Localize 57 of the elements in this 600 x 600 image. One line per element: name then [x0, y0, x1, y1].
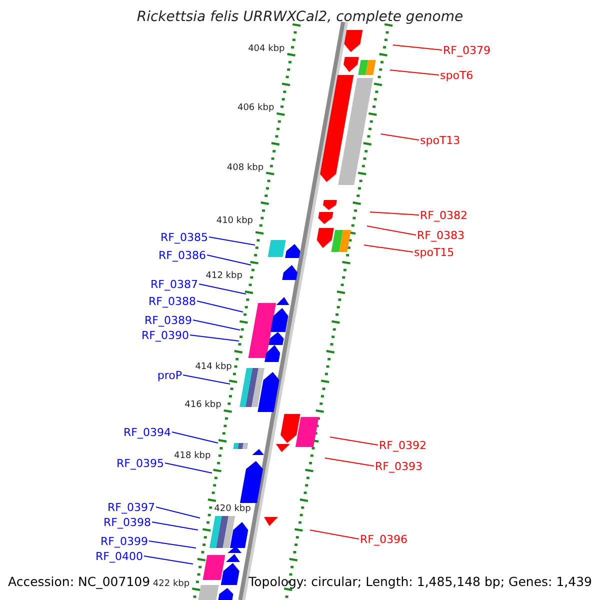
- scale-label: 416 kbp: [184, 400, 222, 410]
- gene-label: RF_0394: [124, 426, 171, 438]
- leader-line: [192, 320, 240, 330]
- leader-line: [206, 254, 252, 266]
- gene-label: RF_0390: [142, 328, 189, 342]
- gene-label: RF_0398: [104, 516, 151, 528]
- scale-label: 414 kbp: [194, 362, 233, 372]
- leader-line: [390, 70, 440, 76]
- gene-label: RF_0392: [379, 438, 426, 452]
- gene-label: RF_0383: [417, 228, 464, 242]
- leader-line: [330, 436, 378, 446]
- gene-label: RF_0388: [148, 294, 196, 308]
- gene-label: RF_0400: [96, 550, 143, 562]
- leader-line: [198, 284, 246, 294]
- leader-line: [324, 458, 374, 466]
- scale-label: 422 kbp: [152, 578, 191, 589]
- gene-label: spoT6: [440, 68, 474, 82]
- gene-label: RF_0382: [420, 208, 468, 222]
- scale-label: 408 kbp: [226, 162, 265, 173]
- gene-label: RF_0379: [443, 44, 490, 56]
- leader-line: [148, 540, 196, 548]
- leader-line: [310, 530, 360, 540]
- scale-label: 418 kbp: [173, 450, 212, 461]
- gene-label: spoT13: [420, 134, 460, 146]
- leader-line: [182, 374, 230, 384]
- leader-line: [392, 44, 442, 50]
- gene-label: proP: [157, 368, 182, 382]
- gene-label: RF_0387: [150, 278, 198, 290]
- leader-line: [172, 432, 218, 444]
- scale-label: 404 kbp: [247, 44, 286, 54]
- gene-label: spoT15: [414, 246, 454, 258]
- gene-label: RF_0386: [158, 248, 206, 262]
- gene-label: RF_0397: [108, 500, 155, 514]
- leader-line: [208, 236, 256, 246]
- gene-label: RF_0396: [360, 532, 408, 546]
- title: Rickettsia felis URRWXCal2, complete genome: [136, 9, 464, 25]
- genome-info-text: Topology: circular; Length: 1,485,148 bp; Genes: 1,439: [248, 574, 592, 589]
- gene-label: RF_0393: [375, 460, 422, 472]
- scale-label: 406 kbp: [236, 103, 276, 114]
- scale-label: 420 kbp: [213, 504, 252, 514]
- leader-line: [144, 556, 194, 564]
- gene-label: RF_0395: [116, 456, 164, 470]
- leader-line: [164, 462, 212, 474]
- leader-line: [364, 244, 414, 252]
- gene-label: RF_0385: [160, 230, 208, 244]
- scale-label: 412 kbp: [204, 270, 244, 281]
- leader-line: [366, 226, 416, 236]
- accession-text: Accession: NC_007109: [8, 574, 150, 589]
- leader-line: [156, 506, 200, 518]
- leader-line: [196, 300, 244, 312]
- leader-line: [380, 134, 420, 140]
- leader-line: [190, 334, 240, 342]
- gene-label: RF_0399: [100, 534, 148, 548]
- leader-line: [370, 212, 420, 216]
- scale-label: 410 kbp: [215, 216, 254, 226]
- gene-label: RF_0389: [144, 314, 192, 326]
- leader-line: [152, 522, 198, 530]
